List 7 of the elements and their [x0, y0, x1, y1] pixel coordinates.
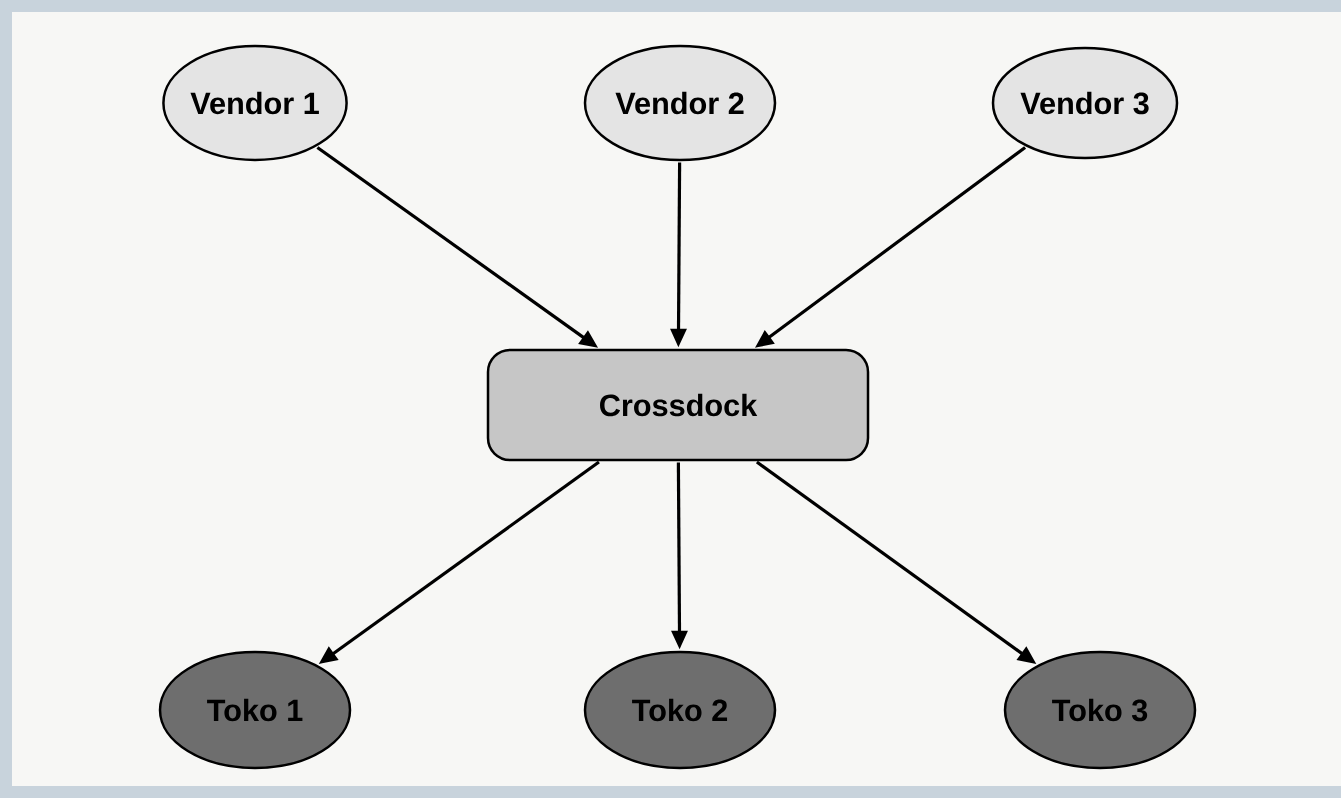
ellipse-node: Toko 2 [583, 650, 777, 770]
rounded-box: Crossdock [486, 348, 870, 462]
ellipse-node: Vendor 2 [583, 44, 777, 162]
ellipse-node: Vendor 1 [162, 44, 348, 162]
ellipse-node: Vendor 3 [991, 46, 1179, 160]
ellipse-node: Toko 3 [1003, 650, 1197, 770]
ellipse-node: Toko 1 [158, 650, 352, 770]
